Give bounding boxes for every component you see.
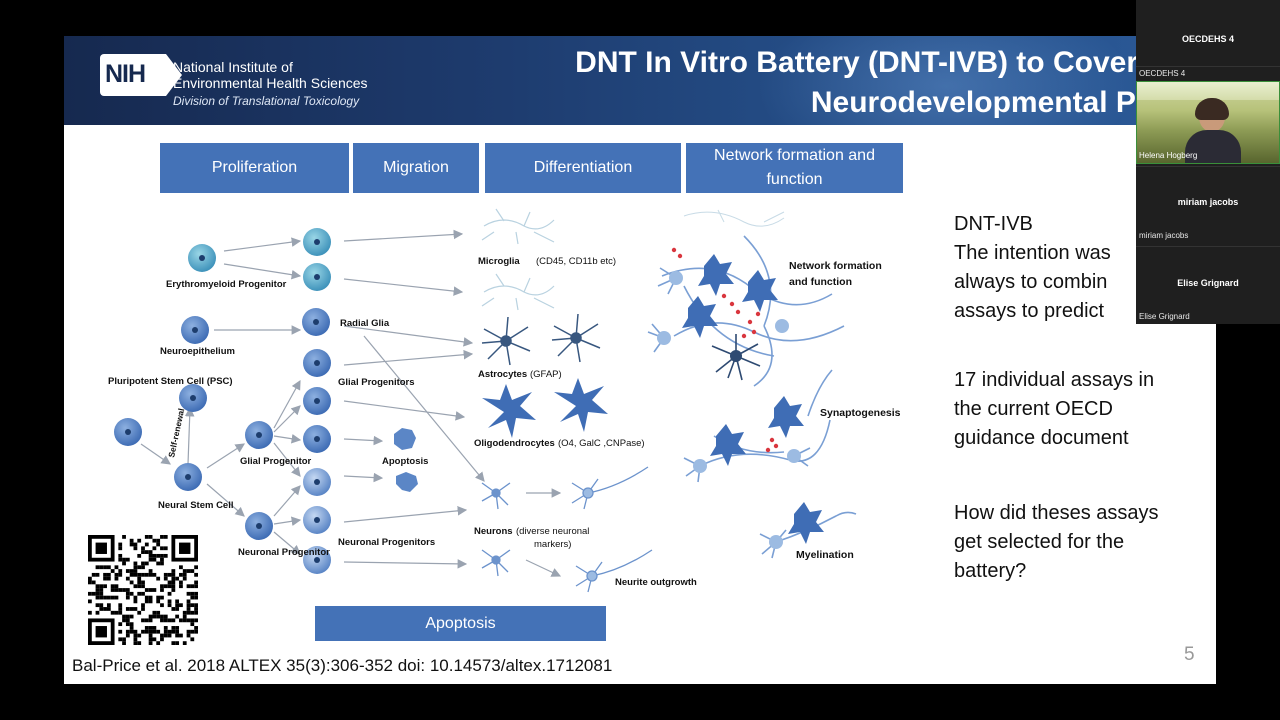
label-neuron-markers-line1: (diverse neuronal [516, 526, 589, 537]
presentation-slide: NIH National Institute of Environmental … [64, 36, 1216, 684]
label-astrocytes: Astrocytes [478, 369, 527, 380]
neurodevelopment-diagram: Erythromyeloid Progenitor Neuroepitheliu… [108, 208, 901, 593]
text-block-assay-count: 17 individual assays in the current OECD… [954, 369, 1155, 449]
stage-migration: Migration [353, 143, 479, 193]
label-oligodendrocyte-markers: (O4, GalC ,CNPase) [558, 438, 645, 449]
label-neuronal-progenitors: Neuronal Progenitors [338, 537, 435, 548]
text-block-intention: DNT-IVB The intention was always to comb… [954, 213, 1111, 322]
stage-proliferation: Proliferation [160, 143, 349, 193]
label-network-formation-line2: and function [789, 276, 852, 288]
participant-tile-main[interactable]: OECDEHS 4 [1181, 34, 1234, 44]
stage-differentiation: Differentiation [485, 143, 681, 193]
tile-divider [1136, 166, 1280, 167]
label-self-renewal: Self-renewal [166, 407, 186, 458]
label-glial-progenitors: Glial Progenitors [338, 377, 415, 388]
synaptogenesis-illustration [683, 369, 833, 483]
label-erythromyeloid-progenitor: Erythromyeloid Progenitor [166, 279, 287, 290]
label-neuroepithelium: Neuroepithelium [160, 346, 235, 357]
label-astrocyte-markers: (GFAP) [530, 369, 562, 380]
label-neural-stem-cell: Neural Stem Cell [158, 500, 234, 511]
label-neuron-markers-line2: markers) [534, 539, 571, 550]
slide-page-number: 5 [1184, 644, 1195, 665]
label-apoptosis-cells: Apoptosis [382, 456, 428, 467]
stage-apoptosis: Apoptosis [315, 606, 606, 641]
label-radial-glia: Radial Glia [340, 318, 390, 329]
label-microglia-markers: (CD45, CD11b etc) [536, 256, 616, 267]
label-neurons: Neurons [474, 526, 513, 537]
nih-logo: NIH [100, 54, 182, 96]
citation: Bal-Price et al. 2018 ALTEX 35(3):306-35… [72, 656, 613, 675]
video-background-sky [1137, 82, 1279, 100]
qr-code[interactable] [88, 535, 198, 645]
myelination-illustration [759, 502, 857, 559]
participant-shoulders [1185, 130, 1241, 163]
neuron-cells [481, 466, 653, 593]
diagram-labels: Erythromyeloid Progenitor Neuroepitheliu… [108, 256, 901, 588]
participant-label-oecdehs: OECDEHS 4 [1139, 69, 1186, 78]
astrocyte-cells [481, 313, 601, 366]
stage-network-formation: Network formation and function [686, 143, 903, 193]
network-formation-illustration [647, 209, 845, 387]
participant-label-elise: Elise Grignard [1139, 312, 1190, 321]
participant-tile-elise[interactable]: Elise Grignard [1177, 278, 1239, 288]
participant-hair [1195, 98, 1229, 120]
label-oligodendrocytes: Oligodendrocytes [474, 438, 555, 449]
label-myelination: Myelination [796, 549, 854, 561]
label-pluripotent-stem-cell: Pluripotent Stem Cell (PSC) [108, 376, 233, 387]
label-synaptogenesis: Synaptogenesis [820, 407, 901, 419]
progenitor-cells [114, 228, 331, 574]
label-network-formation-line1: Network formation [789, 260, 882, 272]
slide-title-line1: DNT In Vitro Battery (DNT-IVB) to Cover [575, 46, 1138, 79]
text-block-question: How did theses assays get selected for t… [954, 502, 1159, 582]
label-neuronal-progenitor: Neuronal Progenitor [238, 547, 330, 558]
institute-name: National Institute of Environmental Heal… [173, 59, 368, 91]
oligodendrocyte-cells [482, 378, 608, 438]
participant-label-helena: Helena Hogberg [1139, 151, 1198, 160]
label-microglia: Microglia [478, 256, 520, 267]
participant-tile-miriam[interactable]: miriam jacobs [1177, 197, 1239, 207]
tile-divider [1136, 246, 1280, 247]
apoptotic-cells [394, 428, 418, 492]
participant-label-miriam: miriam jacobs [1139, 231, 1189, 240]
division-name: Division of Translational Toxicology [173, 94, 360, 108]
label-neurite-outgrowth: Neurite outgrowth [615, 577, 697, 588]
tile-divider [1136, 66, 1280, 67]
label-glial-progenitor: Glial Progenitor [240, 456, 312, 467]
microglia-cells [481, 208, 555, 311]
diagram-arrows [140, 229, 562, 577]
